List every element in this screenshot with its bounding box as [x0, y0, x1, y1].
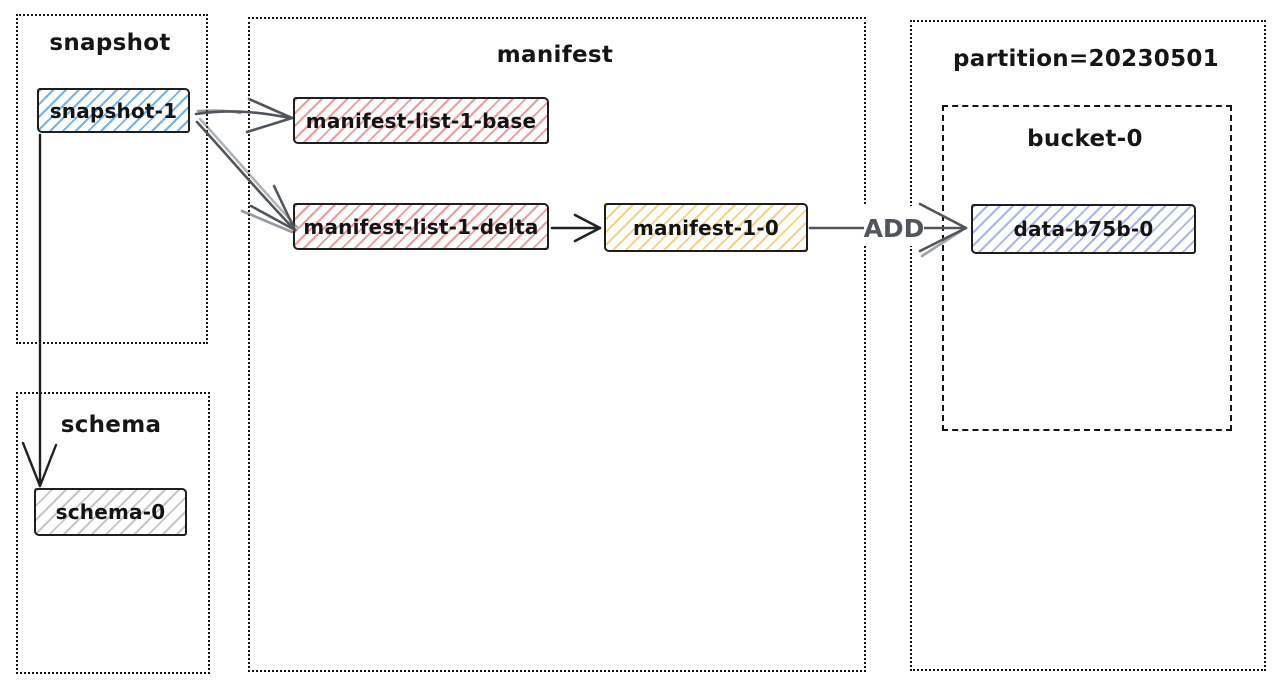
group-partition-title: partition=20230501	[953, 46, 1219, 72]
node-schema-0: schema-0	[34, 488, 187, 536]
group-snapshot-title: snapshot	[49, 30, 171, 56]
node-snapshot-1: snapshot-1	[37, 88, 190, 133]
group-schema-title: schema	[60, 412, 162, 438]
node-data-b75b-0-label: data-b75b-0	[1013, 217, 1154, 241]
node-manifest-list-1-base: manifest-list-1-base	[293, 97, 549, 144]
node-data-b75b-0: data-b75b-0	[971, 204, 1196, 254]
node-schema-0-label: schema-0	[55, 500, 166, 524]
node-manifest-1-0-label: manifest-1-0	[633, 215, 779, 240]
group-manifest	[248, 17, 866, 672]
node-manifest-list-1-delta-label: manifest-list-1-delta	[303, 214, 539, 239]
group-partition	[910, 20, 1266, 671]
group-manifest-title: manifest	[496, 42, 614, 68]
node-snapshot-1-label: snapshot-1	[49, 98, 178, 123]
group-snapshot	[16, 14, 208, 344]
group-schema	[16, 392, 210, 674]
group-bucket	[942, 105, 1232, 431]
node-manifest-1-0: manifest-1-0	[604, 203, 808, 252]
node-manifest-list-1-delta: manifest-list-1-delta	[293, 203, 549, 250]
group-bucket-title: bucket-0	[1027, 126, 1143, 152]
node-manifest-list-1-base-label: manifest-list-1-base	[305, 108, 537, 133]
